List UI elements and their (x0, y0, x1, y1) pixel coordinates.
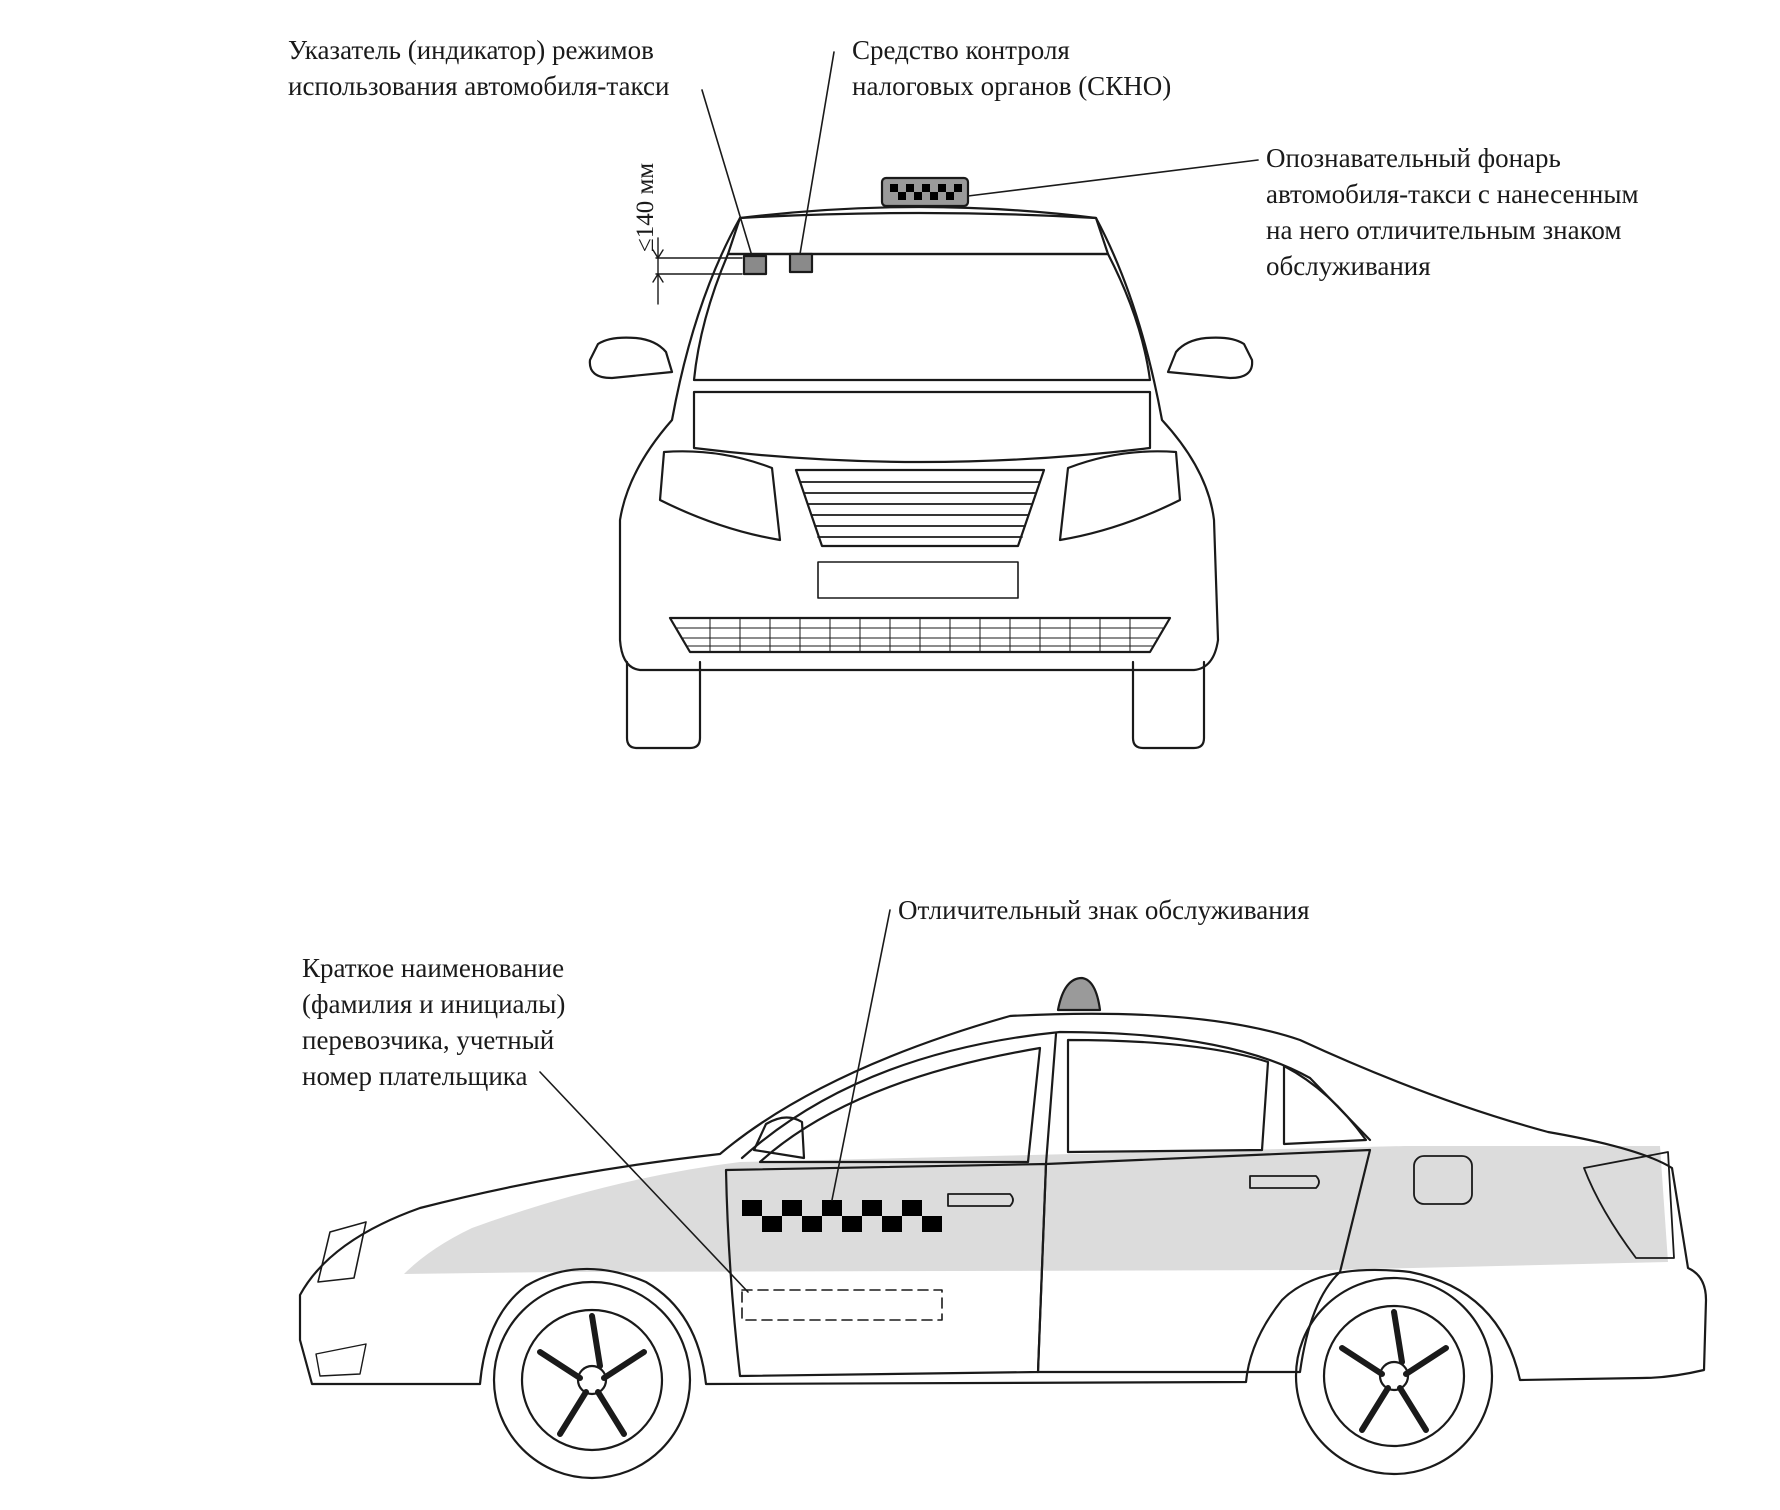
windshield-top (726, 211, 1110, 256)
rear-door-handle (1249, 1175, 1320, 1189)
label-roof-lamp: Опознавательный фонарь автомобиля-такси … (1266, 140, 1639, 284)
roof-lamp-checkers (890, 184, 962, 200)
label-service-sign: Отличительный знак обслуживания (898, 895, 1310, 925)
front-left-tire (625, 660, 702, 750)
intake-mesh (675, 617, 1165, 653)
grille-slats (799, 481, 1041, 538)
label-roof-lamp-line1: Опознавательный фонарь (1266, 143, 1561, 173)
front-door-handle (947, 1193, 1014, 1207)
front-grille (794, 468, 1046, 548)
mode-indicator-box (742, 254, 768, 276)
label-carrier-name: Краткое наименование (фамилия и инициалы… (302, 950, 565, 1094)
side-front-grille (315, 1343, 367, 1377)
label-carrier-name-line3: перевозчика, учетный (302, 1025, 555, 1055)
dimension-label: ≤140 мм (632, 162, 659, 252)
side-view (298, 909, 1708, 1480)
lower-intake (668, 616, 1172, 654)
rear-wheel (1294, 1276, 1494, 1476)
label-tax-control: Средство контроля налоговых органов (СКН… (852, 32, 1171, 104)
leader-roof-lamp (967, 159, 1259, 197)
front-right-tire (1131, 660, 1206, 750)
label-tax-control-line2: налоговых органов (СКНО) (852, 71, 1172, 101)
left-headlight (658, 450, 782, 542)
leader-service-sign (831, 909, 891, 1201)
right-headlight (1058, 450, 1182, 542)
right-mirror (1166, 336, 1254, 380)
windshield (692, 252, 1152, 382)
greenhouse (740, 1030, 1372, 1160)
fuel-door (1413, 1155, 1473, 1205)
front-view (588, 51, 1259, 750)
side-checker-sign (742, 1200, 942, 1232)
side-headlight (317, 1221, 367, 1283)
left-mirror (588, 336, 674, 380)
leader-carrier-name (539, 1071, 749, 1293)
label-carrier-name-line1: Краткое наименование (302, 953, 565, 983)
dimension-marks (652, 237, 743, 305)
leader-tax-control (799, 51, 835, 255)
label-carrier-name-line4: номер плательщика (302, 1061, 528, 1091)
side-body-outline (298, 1012, 1708, 1386)
label-mode-indicator-line1: Указатель (индикатор) режимов (288, 35, 654, 65)
label-mode-indicator: Указатель (индикатор) режимов использова… (288, 32, 669, 104)
leader-mode-indicator (701, 89, 753, 257)
front-wheel (492, 1280, 692, 1480)
side-roof-lamp (1056, 976, 1102, 1012)
front-body-outline (618, 205, 1220, 672)
tail-light (1583, 1151, 1675, 1259)
front-license-plate (817, 561, 1019, 599)
rear-door-outline (1036, 1148, 1372, 1374)
side-grey-band (404, 1146, 1668, 1274)
front-door-window (758, 1046, 1042, 1164)
label-mode-indicator-line2: использования автомобиля-такси (288, 71, 670, 101)
front-door-outline (724, 1162, 1048, 1378)
hood (692, 390, 1152, 464)
tax-control-box (788, 252, 814, 274)
quarter-window (1282, 1064, 1368, 1146)
label-roof-lamp-line2: автомобиля-такси с нанесенным (1266, 179, 1639, 209)
label-carrier-name-line2: (фамилия и инициалы) (302, 989, 566, 1019)
rear-door-window (1066, 1038, 1270, 1154)
label-roof-lamp-line3: на него отличительным знаком (1266, 215, 1622, 245)
side-mirror (752, 1116, 806, 1160)
label-roof-lamp-line4: обслуживания (1266, 251, 1431, 281)
carrier-name-box (741, 1289, 943, 1321)
label-tax-control-line1: Средство контроля (852, 35, 1070, 65)
